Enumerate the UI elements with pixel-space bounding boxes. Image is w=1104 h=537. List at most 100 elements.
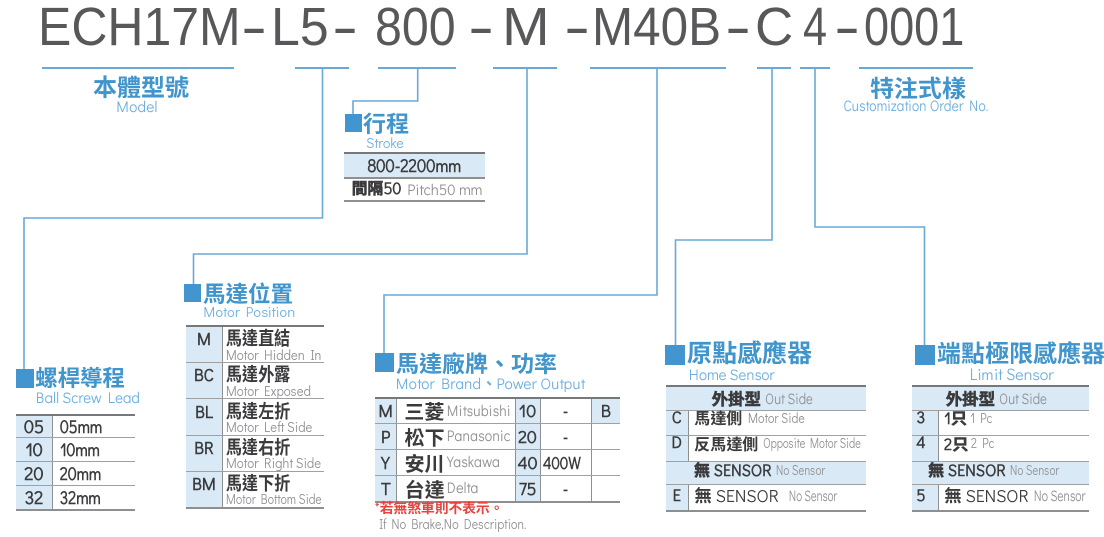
motor-brand-title-en: Motor Brand、Power Output <box>396 374 585 394</box>
limit-sensor-code: 4 <box>911 432 939 461</box>
value-en: 1 Pc <box>969 407 992 427</box>
value-zh: 松下 <box>404 421 445 451</box>
ballscrew-code: 32 <box>16 485 54 509</box>
brake-code <box>592 424 620 449</box>
table-row: 32 32mm <box>16 484 135 510</box>
value-text: 32mm <box>60 485 101 510</box>
value-zh: 馬達側 <box>694 405 743 430</box>
table-row: 10 10mm <box>16 436 135 462</box>
band-zh: 無 SENSOR <box>928 457 1006 482</box>
connector-motor-brand <box>383 68 658 354</box>
power-code: 20 <box>515 423 541 449</box>
value-zh: 馬達外露 <box>225 360 291 388</box>
ballscrew-code: 20 <box>16 461 54 485</box>
stroke-table: 800-2200mm 間隔50 Pitch50 mm <box>344 151 485 203</box>
limit-sensor-code: 3 <box>911 407 939 436</box>
motor-position-value: 馬達左折 Motor Left Side <box>222 399 319 435</box>
motor-brand-code: T <box>374 475 398 501</box>
home-sensor-value: 無 SENSOR No Sensor <box>688 482 855 510</box>
value-zh: 無 SENSOR <box>944 482 1029 508</box>
table-row: BR 馬達右折 Motor Right Side <box>185 434 329 473</box>
connector-motor-position <box>192 68 528 285</box>
underline-motor-position <box>493 67 557 69</box>
underline-series <box>42 67 234 69</box>
motor-position-title-en: Motor Position <box>203 301 296 321</box>
value-text: - <box>562 424 568 449</box>
header-en: Out Side <box>999 388 1048 409</box>
connector-stroke <box>352 68 419 115</box>
value-en: Panasonic <box>447 426 512 447</box>
ballscrew-value: 05mm <box>53 414 109 439</box>
motor-brand-code: Y <box>374 449 398 475</box>
value-en: Mitsubishi <box>447 400 512 421</box>
limit-sensor-title-en: Limit Sensor <box>969 364 1054 385</box>
value-en: Motor Right Side <box>225 453 322 473</box>
model-label-en: Model <box>116 97 158 117</box>
stroke-bullet <box>345 114 362 132</box>
value-en: Opposite Motor Side <box>762 433 861 453</box>
no-sensor-band: 無 SENSOR No Sensor <box>911 457 1089 484</box>
brake-note-en: If No Brake,No Description. <box>378 514 527 533</box>
value-zh: 反馬達側 <box>694 430 759 455</box>
code-segment-limit-sensor: 4 <box>802 0 827 58</box>
code-separator: - <box>724 0 751 58</box>
value-zh: 三菱 <box>404 396 445 426</box>
value-zh: 1只 <box>944 405 967 430</box>
value-text: 05mm <box>60 414 103 439</box>
connector-home-sensor <box>674 68 773 346</box>
power-code: 40 <box>515 449 541 475</box>
limit-sensor-code: 5 <box>911 484 939 510</box>
value-zh: 馬達下折 <box>225 468 291 496</box>
code-segment-home-sensor: C <box>754 0 793 58</box>
limit-sensor-table: 外掛型 Out Side 3 1只 1 Pc 4 2只 2 Pc 無 SENSO… <box>911 384 1100 512</box>
motor-position-bullet <box>184 284 201 302</box>
value-zh: 馬達直結 <box>225 324 291 352</box>
motor-position-value: 馬達下折 Motor Bottom Side <box>222 468 339 509</box>
code-segment-custom-number: 0001 <box>863 0 964 58</box>
home-sensor-table: 外掛型 Out Side C 馬達側 Motor Side D 反馬達側 Opp… <box>665 384 889 512</box>
limit-sensor-title-zh: 端點極限感應器 <box>937 334 1104 369</box>
motor-position-value: 馬達直結 Motor Hidden In <box>222 324 329 364</box>
stroke-pitch-row: 間隔50 Pitch50 mm <box>344 175 485 201</box>
customization-label-zh: 特注式樣 <box>870 69 966 104</box>
band-zh: 無 SENSOR <box>693 457 772 482</box>
underline-home-sensor <box>757 67 791 69</box>
table-row: Y 安川 Yaskawa 40 400W <box>374 448 620 477</box>
motor-brand-title-zh: 馬達廠牌、功率 <box>396 345 557 379</box>
header-en: Out Side <box>765 388 813 409</box>
table-row: P 松下 Panasonic 20 - <box>374 421 620 451</box>
code-segment-motor-position: M <box>502 0 550 58</box>
home-sensor-code: D <box>665 432 689 461</box>
code-segment-stroke: 800 <box>375 0 456 58</box>
value-en: Yaskawa <box>447 452 501 473</box>
motor-brand-name: 松下 Panasonic <box>397 421 516 451</box>
code-separator: - <box>564 0 591 58</box>
motor-position-code: BC <box>185 363 223 399</box>
motor-brand-name: 三菱 Mitsubishi <box>397 396 516 426</box>
motor-position-code: BL <box>185 399 223 435</box>
code-segment-series: ECH17M <box>38 0 241 58</box>
stroke-range-text: 800-2200mm <box>367 153 462 178</box>
table-row: T 台達 Delta 75 - <box>374 474 620 503</box>
value-text: 400W <box>543 450 582 475</box>
motor-position-value: 馬達外露 Motor Exposed <box>222 360 318 399</box>
value-en: Motor Bottom Side <box>225 489 322 509</box>
motor-position-code: BM <box>185 472 223 508</box>
value-zh: 無 SENSOR <box>694 482 779 508</box>
brake-code: B <box>591 398 620 423</box>
underline-limit-sensor <box>800 67 830 69</box>
home-sensor-title-en: Home Sensor <box>689 364 775 384</box>
motor-brand-table: M 三菱 Mitsubishi 10 - B P 松下 Panasonic 20… <box>374 396 620 503</box>
ballscrew-title-zh: 螺桿導程 <box>35 361 126 393</box>
value-text: 10mm <box>60 437 101 462</box>
brake-note-zh: *若無煞車則不表示。 <box>375 498 504 518</box>
value-text: 20mm <box>60 461 102 486</box>
band-en: No Sensor <box>1010 459 1060 479</box>
home-sensor-value: 反馬達側 Opposite Motor Side <box>688 431 889 461</box>
value-en: Motor Hidden In <box>225 344 322 364</box>
ballscrew-table: 05 05mm 10 10mm 20 20mm 32 32mm <box>16 413 135 511</box>
table-row: E 無 SENSOR No Sensor <box>665 482 867 510</box>
home-sensor-bullet <box>665 345 685 365</box>
